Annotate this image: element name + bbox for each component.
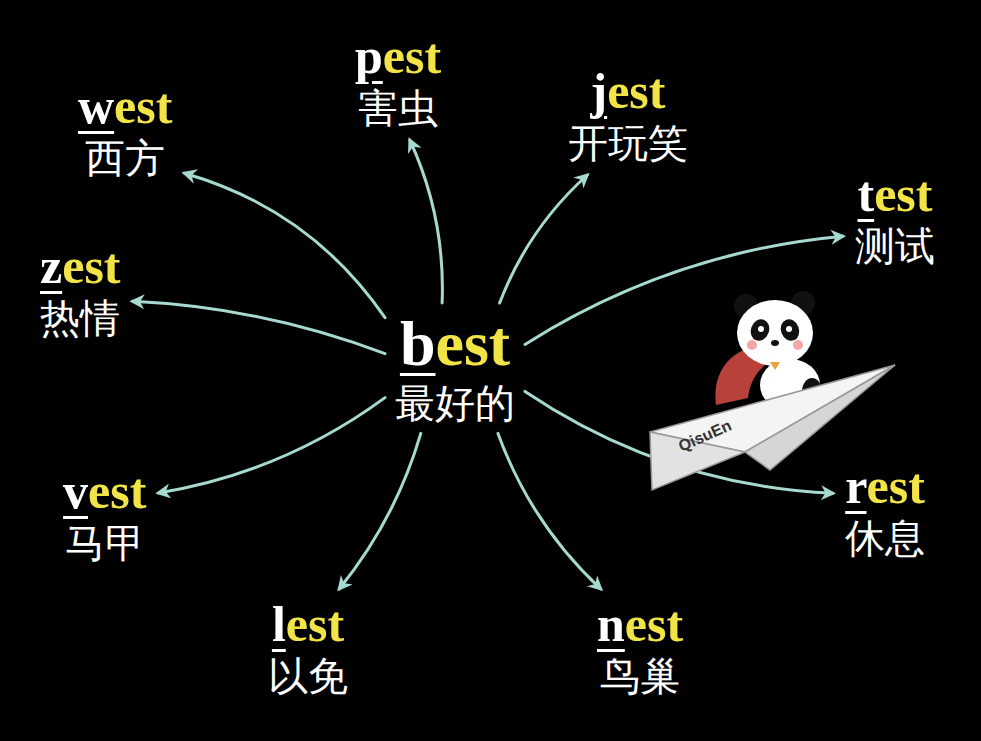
english-word: jest xyxy=(568,64,688,119)
english-word: west xyxy=(78,79,172,134)
word-node: jest开玩笑 xyxy=(560,60,696,171)
chinese-meaning: 热情 xyxy=(40,294,121,342)
word-node: test测试 xyxy=(847,163,943,274)
english-word: zest xyxy=(40,239,121,294)
chinese-meaning: 以免 xyxy=(268,652,348,700)
word-node: best最好的 xyxy=(387,305,523,431)
english-word: test xyxy=(855,167,935,222)
arrow-connector xyxy=(339,433,421,589)
panda-cheek xyxy=(747,340,757,350)
word-node: zest热情 xyxy=(32,235,129,346)
chinese-meaning: 西方 xyxy=(78,134,172,182)
word-node: rest休息 xyxy=(837,455,933,566)
word-node: pest害虫 xyxy=(347,25,449,136)
panda-eye-patch xyxy=(748,317,772,344)
chinese-meaning: 最好的 xyxy=(395,379,515,427)
english-word: lest xyxy=(268,597,348,652)
chinese-meaning: 开玩笑 xyxy=(568,119,688,167)
english-word: nest xyxy=(597,597,683,652)
chinese-meaning: 鸟巢 xyxy=(597,652,683,700)
word-node: lest以免 xyxy=(260,593,356,704)
panda-head xyxy=(737,300,813,366)
word-node: vest马甲 xyxy=(55,460,154,571)
panda-eye xyxy=(758,326,764,332)
arrow-connector xyxy=(500,175,588,303)
english-word: rest xyxy=(845,459,925,514)
bow-tie xyxy=(770,362,780,370)
panda-nose xyxy=(771,340,779,346)
plane-fold xyxy=(745,365,895,470)
chinese-meaning: 害虫 xyxy=(355,84,441,132)
chinese-meaning: 马甲 xyxy=(63,519,146,567)
word-node: nest鸟巢 xyxy=(589,593,691,704)
arrow-connector xyxy=(133,301,386,353)
word-node: west西方 xyxy=(70,75,180,186)
arrow-connector xyxy=(184,173,385,318)
panda-eye-patch xyxy=(778,317,802,344)
arrow-connector xyxy=(498,433,601,589)
english-word: pest xyxy=(355,29,441,84)
arrow-connector xyxy=(525,236,843,344)
arrow-connector xyxy=(158,398,385,493)
chinese-meaning: 测试 xyxy=(855,222,935,270)
panda-cheek xyxy=(793,340,803,350)
english-word: best xyxy=(395,309,515,379)
english-word: vest xyxy=(63,464,146,519)
panda-eye xyxy=(786,326,792,332)
chinese-meaning: 休息 xyxy=(845,514,925,562)
arrow-connector xyxy=(410,140,443,303)
